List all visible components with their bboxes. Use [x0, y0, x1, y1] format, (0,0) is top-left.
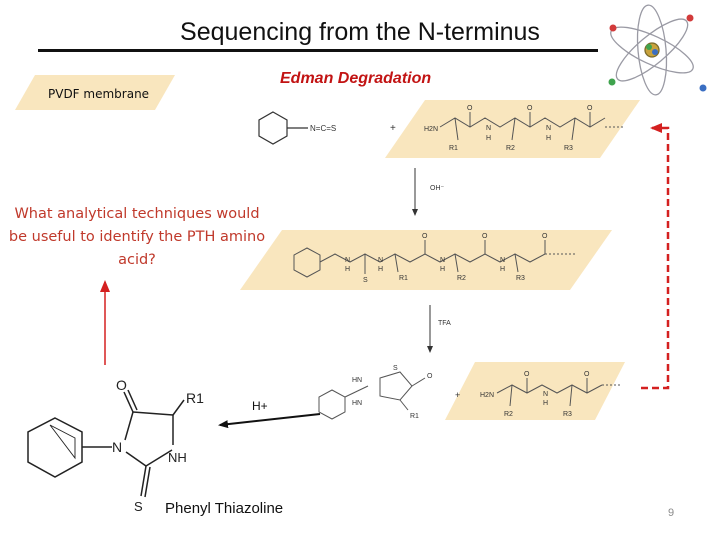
- membrane-band-1: [385, 100, 640, 158]
- shortened-peptide: [496, 378, 620, 407]
- ptc-peptide-structure: [293, 240, 575, 278]
- plus-sign: +: [390, 123, 396, 134]
- step2-reagent: TFA: [438, 320, 451, 327]
- amide-hydrogen: H: [440, 266, 445, 273]
- residue-label: R3: [564, 145, 573, 152]
- slide-title: Sequencing from the N-terminus: [180, 18, 540, 46]
- peptide-backbone: [439, 112, 625, 141]
- carbonyl-oxygen: O: [482, 233, 488, 240]
- amide-nitrogen: N: [543, 391, 548, 398]
- ring-sulfur: S: [393, 365, 398, 372]
- ring-nh: HN: [352, 400, 362, 407]
- title-underline: [38, 49, 598, 52]
- atom-logo-icon: [608, 4, 707, 96]
- plus-sign: +: [455, 390, 460, 400]
- pth-carbonyl-oxygen: O: [116, 377, 127, 393]
- amide-nitrogen: N: [440, 257, 445, 264]
- n-terminus-label: H2N: [480, 392, 494, 399]
- residue-label: R3: [516, 275, 525, 282]
- pvdf-membrane-label: PVDF membrane: [48, 87, 150, 101]
- small-thiazolinone-structure: [318, 371, 426, 420]
- residue-label: R1: [449, 145, 458, 152]
- residue-label: R1: [399, 275, 408, 282]
- membrane-band-3: [445, 362, 625, 420]
- carbonyl-oxygen: O: [587, 105, 593, 112]
- residue-label: R2: [506, 145, 515, 152]
- pth-amino-acid-structure: [27, 389, 185, 498]
- amide-nitrogen: N: [500, 257, 505, 264]
- carbonyl-oxygen: O: [427, 373, 433, 380]
- thio-sulfur: S: [363, 277, 368, 284]
- amide-hydrogen: H: [546, 135, 551, 142]
- n-terminus-label: H2N: [424, 126, 438, 133]
- amide-hydrogen: H: [345, 266, 350, 273]
- amide-hydrogen: H: [543, 400, 548, 407]
- carbonyl-oxygen: O: [467, 105, 473, 112]
- acid-label: H+: [252, 399, 268, 413]
- pth-thione-sulfur: S: [134, 499, 143, 514]
- carbonyl-oxygen: O: [584, 371, 590, 378]
- edman-degradation-label: Edman Degradation: [280, 70, 432, 87]
- residue-label: R3: [563, 411, 572, 418]
- isothiocyanate-text: N=C=S: [310, 124, 336, 133]
- amide-nitrogen: N: [378, 257, 383, 264]
- amide-hydrogen: H: [378, 266, 383, 273]
- phenyl-thiazoline-label: Phenyl Thiazoline: [165, 500, 284, 517]
- pvdf-membrane-label-band: [15, 75, 175, 110]
- residue-label: R2: [457, 275, 466, 282]
- residue-label: R1: [410, 413, 419, 420]
- carbonyl-oxygen: O: [542, 233, 548, 240]
- amide-hydrogen: H: [500, 266, 505, 273]
- page-number: 9: [668, 507, 675, 519]
- pth-r1-label: R1: [186, 390, 204, 406]
- pth-ring-nitrogen: N: [112, 439, 122, 455]
- residue-label: R2: [504, 411, 513, 418]
- amide-nitrogen: N: [345, 257, 350, 264]
- amide-nitrogen: N: [546, 125, 551, 132]
- membrane-band-2: [240, 230, 612, 290]
- acid-arrow: [218, 413, 321, 429]
- carbonyl-oxygen: O: [524, 371, 530, 378]
- recycle-loop-arrow: [641, 123, 670, 390]
- ring-nh: HN: [352, 377, 362, 384]
- carbonyl-oxygen: O: [527, 105, 533, 112]
- analytical-question-text: What analytical techniques would be usef…: [8, 206, 266, 268]
- pth-ring-nh: NH: [168, 450, 187, 465]
- step1-reagent: OH⁻: [430, 185, 445, 192]
- carbonyl-oxygen: O: [422, 233, 428, 240]
- phenyl-isothiocyanate-structure: [258, 111, 308, 145]
- amide-nitrogen: N: [486, 125, 491, 132]
- amide-hydrogen: H: [486, 135, 491, 142]
